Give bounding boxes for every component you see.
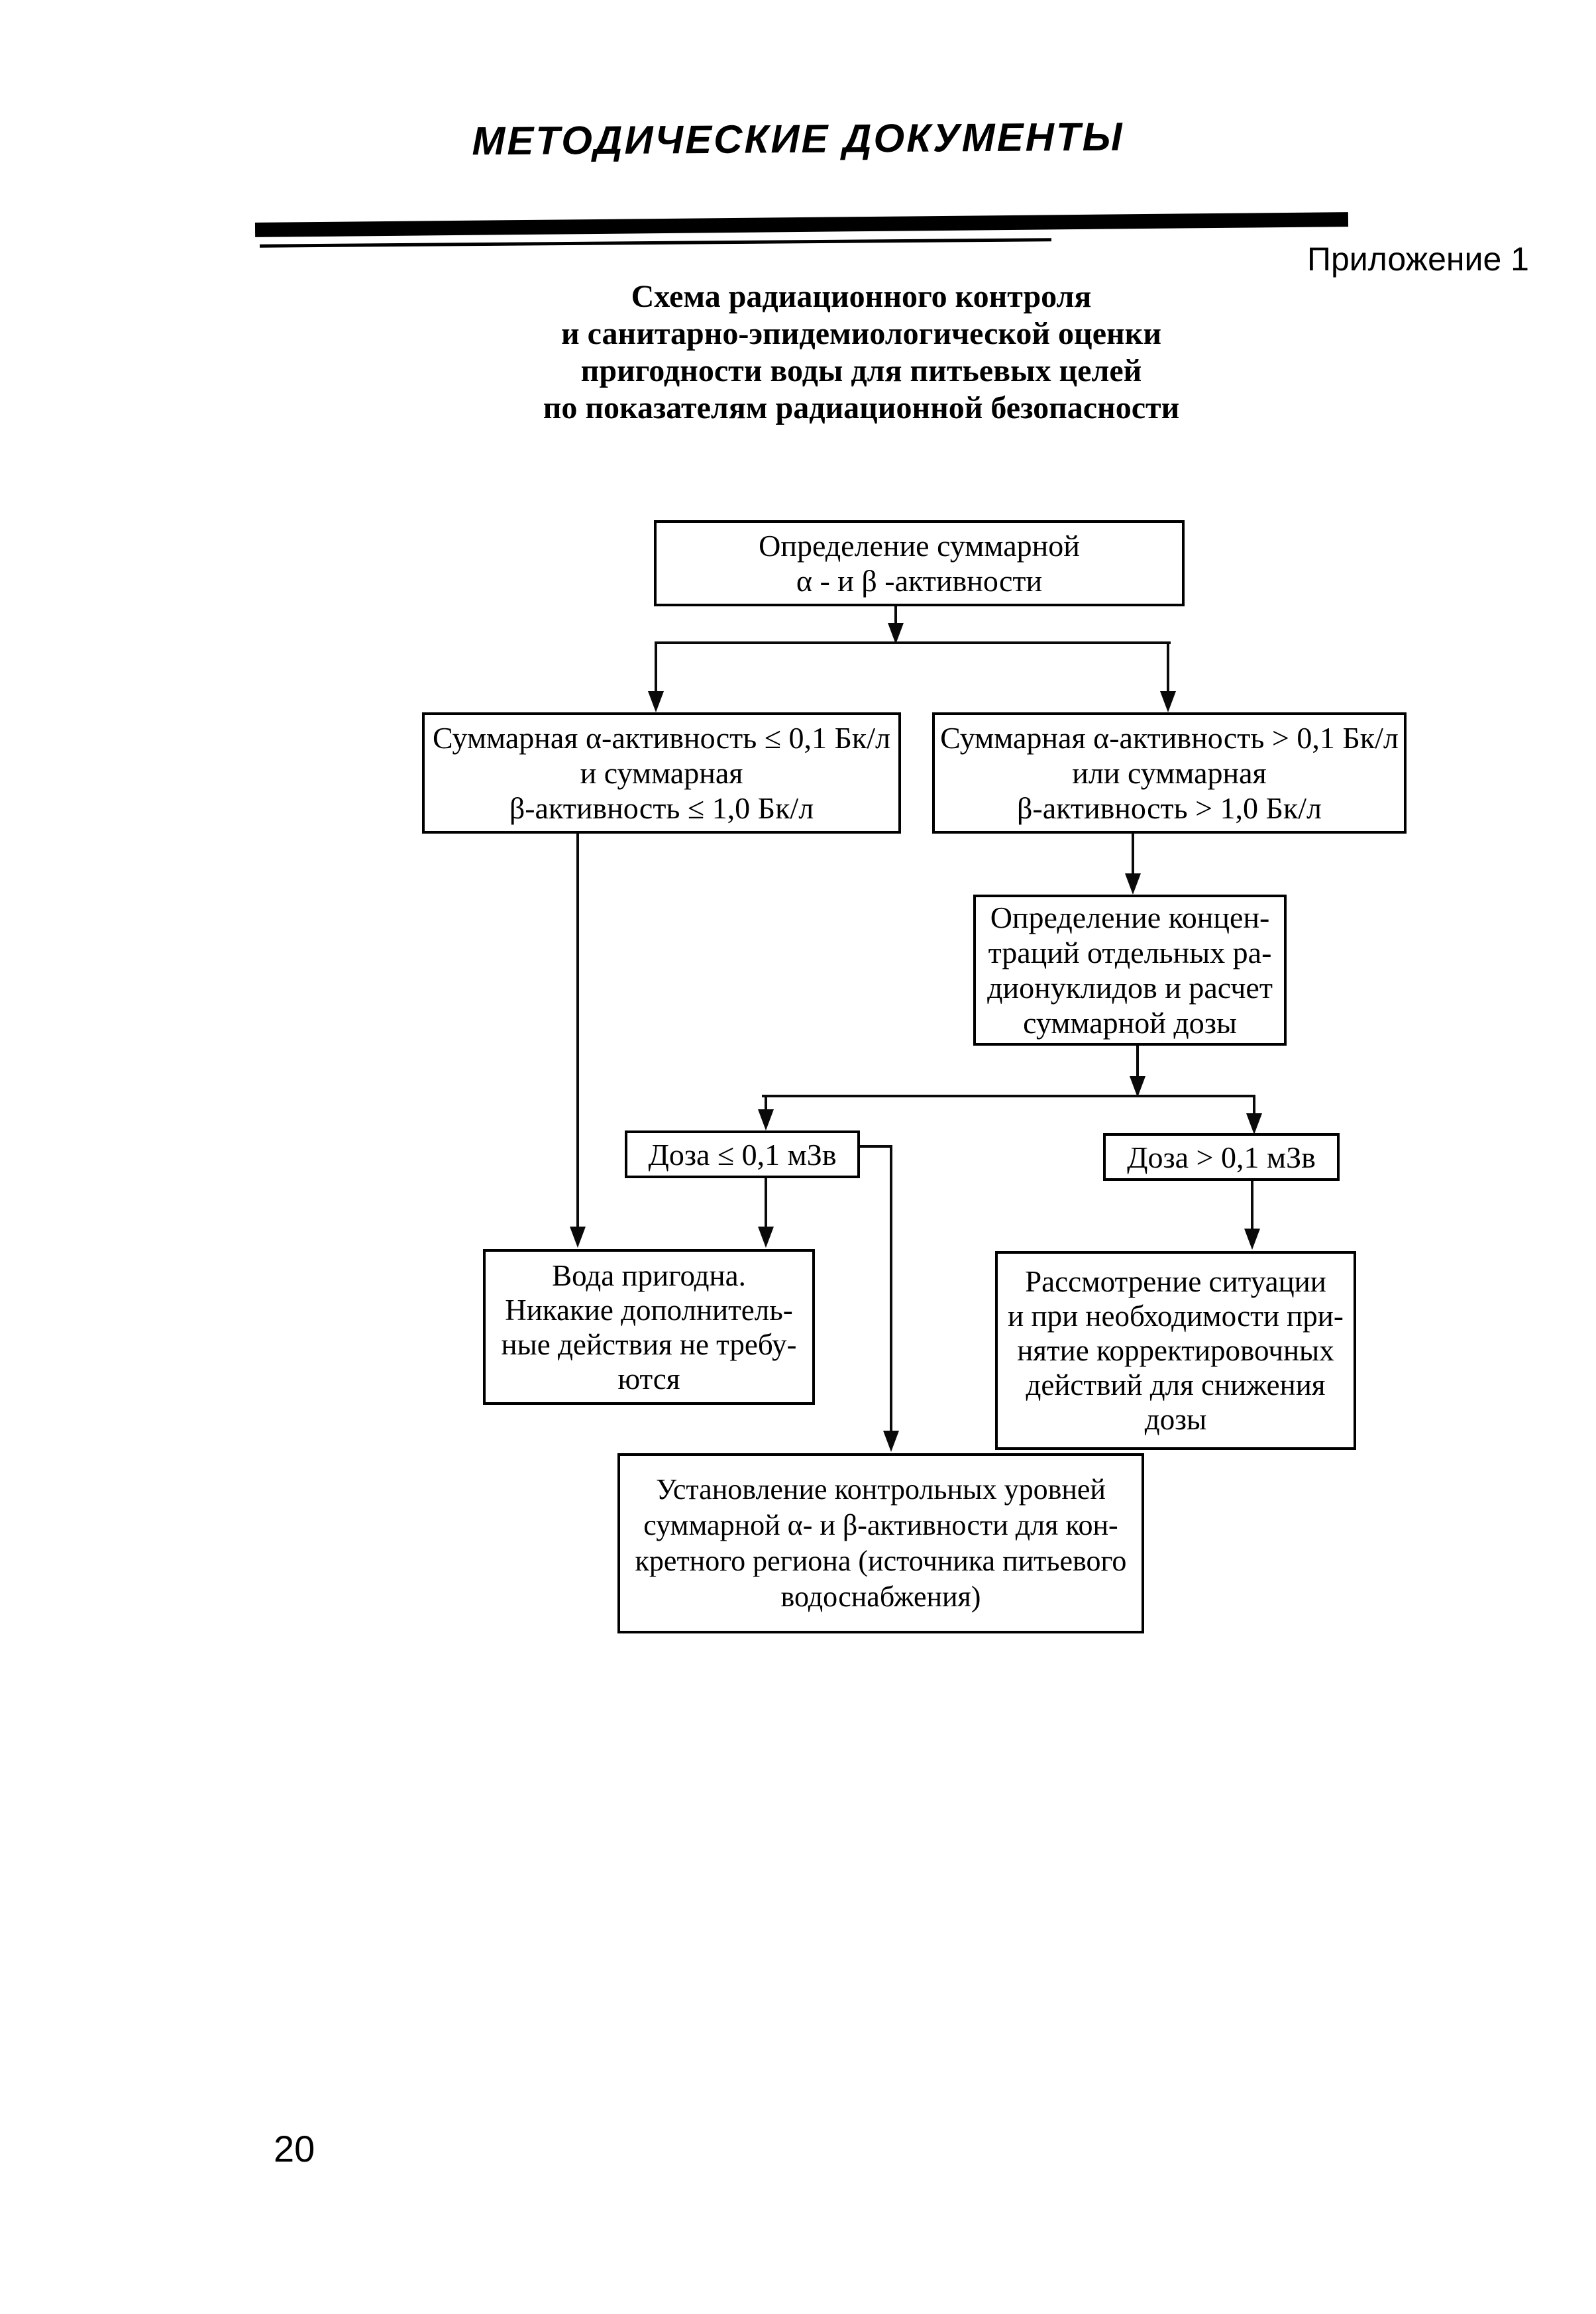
document-title: Схема радиационного контроля и санитарно… (398, 278, 1325, 427)
connector-drop-dose-high (1253, 1096, 1255, 1116)
box-line: траций отдельных ра- (988, 936, 1272, 969)
connector-dose-low-to-water (765, 1178, 767, 1227)
connector-split-bar-top (655, 641, 1171, 644)
connector-stem-nuclides (1136, 1046, 1139, 1079)
flowchart-box-corrective-actions: Рассмотрение ситуации и при необходимост… (995, 1251, 1356, 1450)
box-line: водоснабжения) (780, 1580, 981, 1613)
box-line: Рассмотрение ситуации (1025, 1265, 1326, 1298)
arrowhead-water-left (570, 1227, 586, 1248)
box-line: суммарной дозы (1023, 1006, 1237, 1040)
box-line: Доза ≤ 0,1 мЗв (648, 1137, 837, 1172)
box-line: Суммарная α-активность > 0,1 Бк/л (940, 721, 1399, 755)
header-rule-thin (259, 238, 1052, 248)
connector-split-bar-dose (762, 1095, 1255, 1097)
box-line: Определение концен- (990, 901, 1270, 934)
flowchart-box-water-suitable: Вода пригодна. Никакие дополнитель- ные … (483, 1249, 815, 1405)
flowchart-box-nuclide-concentrations: Определение концен- траций отдельных ра-… (973, 895, 1287, 1046)
arrowhead-dose-high (1246, 1113, 1262, 1134)
box-line: ные действия не требу- (501, 1327, 797, 1361)
box-line: и суммарная (580, 756, 743, 790)
connector-dose-low-stub (860, 1145, 892, 1148)
box-line: Суммарная α-активность ≤ 0,1 Бк/л (433, 721, 890, 755)
connector-stem-total (894, 606, 897, 626)
header-rule (254, 212, 1349, 237)
box-line: дионуклидов и расчет (987, 971, 1273, 1005)
box-line: Определение суммарной (759, 529, 1080, 563)
annex-label: Приложение 1 (1307, 241, 1529, 278)
connector-alpha-low-to-water (576, 834, 579, 1227)
flowchart-box-control-levels: Установление контрольных уровней суммарн… (617, 1453, 1144, 1633)
arrowhead-corrective (1244, 1229, 1260, 1250)
arrowhead-water-right (758, 1227, 774, 1248)
arrowhead-total-to-split (888, 623, 904, 644)
arrowhead-nuclides-to-split (1130, 1076, 1145, 1097)
arrowhead-alpha-high (1160, 691, 1176, 712)
box-line: или суммарная (1072, 756, 1267, 790)
box-line: и при необходимости при- (1008, 1299, 1344, 1333)
arrowhead-nuclides (1125, 873, 1141, 895)
flowchart-box-alpha-high: Суммарная α-активность > 0,1 Бк/л или су… (932, 712, 1407, 834)
title-line: пригодности воды для питьевых целей (580, 353, 1142, 388)
box-line: действий для снижения (1026, 1368, 1326, 1402)
arrowhead-alpha-low (648, 691, 664, 712)
title-line: по показателям радиационной безопасности (543, 390, 1180, 425)
box-line: β-активность > 1,0 Бк/л (1016, 791, 1322, 825)
connector-drop-dose-low (765, 1096, 767, 1112)
arrowhead-control-levels (883, 1431, 899, 1452)
flowchart-box-total-activity: Определение суммарной α - и β -активност… (654, 520, 1185, 606)
box-line: Никакие дополнитель- (505, 1293, 793, 1327)
box-line: ются (617, 1362, 680, 1396)
box-line: α - и β -активности (796, 564, 1043, 598)
connector-alpha-high-to-nuclides (1132, 834, 1134, 875)
box-line: кретного региона (источника питьевого (635, 1545, 1127, 1577)
title-line: Схема радиационного контроля (631, 279, 1092, 314)
page-number: 20 (274, 2128, 315, 2170)
flowchart-box-dose-low: Доза ≤ 0,1 мЗв (625, 1130, 860, 1178)
running-header: МЕТОДИЧЕСКИЕ ДОКУМЕНТЫ (472, 114, 1124, 164)
arrowhead-dose-low (758, 1109, 774, 1130)
box-line: суммарной α- и β-активности для кон- (643, 1509, 1118, 1541)
connector-dose-high-to-corrective (1251, 1181, 1253, 1230)
box-line: Доза > 0,1 мЗв (1127, 1140, 1316, 1174)
box-line: нятие корректировочных (1017, 1334, 1334, 1367)
connector-drop-alpha-low (655, 643, 657, 692)
box-line: Установление контрольных уровней (656, 1473, 1106, 1506)
connector-dose-low-to-control (890, 1145, 892, 1433)
box-line: Вода пригодна. (552, 1258, 746, 1292)
flowchart-box-dose-high: Доза > 0,1 мЗв (1103, 1133, 1340, 1181)
box-line: β-активность ≤ 1,0 Бк/л (509, 791, 814, 825)
connector-drop-alpha-high (1167, 643, 1169, 692)
flowchart-box-alpha-low: Суммарная α-активность ≤ 0,1 Бк/л и сумм… (422, 712, 901, 834)
box-line: дозы (1144, 1403, 1207, 1436)
title-line: и санитарно-эпидемиологической оценки (561, 316, 1161, 351)
